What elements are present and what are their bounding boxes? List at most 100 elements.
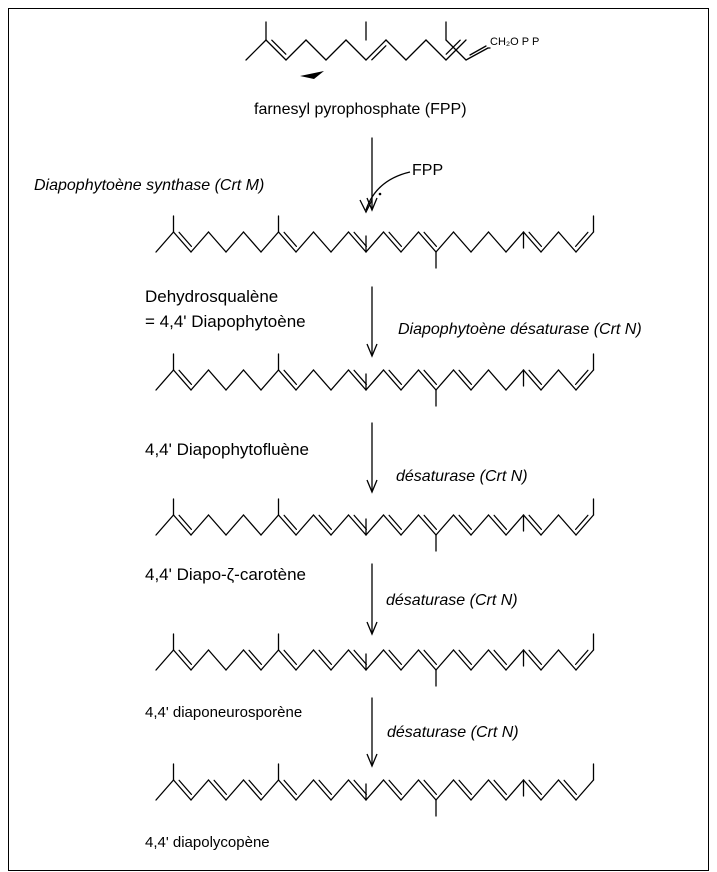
diapophytofluene-molecule-bond xyxy=(330,369,350,391)
diapolycopene-molecule-double-bond xyxy=(423,779,438,796)
diaponeurosporene-molecule-double-bond xyxy=(574,649,589,666)
diapo-zeta-carotene-molecule-bond xyxy=(225,514,245,536)
diaponeurosporene-molecule-double-bond xyxy=(318,649,333,666)
diaponeurosporene-molecule-bond xyxy=(172,649,192,671)
dehydrosqualene-molecule-bond xyxy=(522,231,542,253)
dehydrosqualene-molecule-bond xyxy=(277,231,297,253)
diapophytofluene-molecule-bond xyxy=(260,369,280,391)
compound-diapo-zeta-carotene-name: 4,4' Diapo-ζ-carotène xyxy=(145,565,306,584)
diapolycopene-molecule-double-bond xyxy=(528,779,543,796)
reaction-arrow-crtn-4-head xyxy=(366,753,378,768)
diapolycopene-molecule-double-bond xyxy=(213,779,228,796)
diapo-zeta-carotene-molecule-double-bond xyxy=(458,514,473,531)
diapophytofluene-molecule-bond xyxy=(452,369,472,391)
compound-diapophytofluene-name: 4,4' Diapophytofluène xyxy=(145,440,309,459)
diapolycopene-molecule-bond xyxy=(277,779,297,801)
fpp-molecule-bond xyxy=(305,39,327,61)
diapo-zeta-carotene-molecule-bond xyxy=(470,514,490,536)
dehydrosqualene-molecule-double-bond xyxy=(353,231,368,248)
diapolycopene-molecule-bond xyxy=(400,779,420,801)
diapolycopene-molecule-bond xyxy=(330,779,350,801)
diapophytofluene-molecule-bond xyxy=(295,369,315,391)
enzyme-label-crtn-4: désaturase (Crt N) xyxy=(387,724,519,741)
diapo-zeta-carotene-molecule-bond xyxy=(487,514,507,536)
dehydrosqualene-molecule-double-bond xyxy=(528,231,543,248)
diapo-zeta-carotene-molecule-double-bond xyxy=(318,514,333,531)
diapophytofluene-molecule-double-bond xyxy=(423,369,438,386)
diapo-zeta-carotene-molecule-bond xyxy=(557,514,577,536)
fpp-molecule-bond xyxy=(385,39,407,61)
diaponeurosporene-molecule-bond xyxy=(400,649,420,671)
diaponeurosporene-molecule-bond xyxy=(487,649,507,671)
diapolycopene-molecule-double-bond xyxy=(248,779,263,796)
fpp-molecule-double-bond xyxy=(271,39,287,55)
diapophytofluene-molecule-double-bond xyxy=(458,369,473,386)
dehydrosqualene-molecule-bond xyxy=(172,231,192,253)
diagram-frame xyxy=(8,8,709,871)
diapolycopene-molecule-bond xyxy=(190,779,210,801)
diaponeurosporene-molecule-bond xyxy=(295,649,315,671)
diapo-zeta-carotene-molecule-bond xyxy=(312,514,332,536)
diapo-zeta-carotene-molecule-bond xyxy=(347,514,367,536)
dehydrosqualene-molecule-double-bond xyxy=(423,231,438,248)
diapo-zeta-carotene-molecule-double-bond xyxy=(353,514,368,531)
diapo-zeta-carotene-molecule-bond xyxy=(242,514,262,536)
diapophytofluene-molecule-bond xyxy=(575,369,595,391)
diapolycopene-molecule-bond xyxy=(242,779,262,801)
dehydrosqualene-molecule-bond xyxy=(540,231,560,253)
diapophytofluene-molecule-double-bond xyxy=(574,369,589,386)
dehydrosqualene-molecule-bond xyxy=(417,231,437,253)
diapo-zeta-carotene-molecule-double-bond xyxy=(528,514,543,531)
diapophytofluene-molecule-bond xyxy=(172,369,192,391)
reaction-arrow-crtn-1-head xyxy=(366,343,378,358)
diapophytofluene-molecule-bond xyxy=(470,369,490,391)
reaction-arrow-crtn-2-head xyxy=(366,479,378,494)
diapo-zeta-carotene-molecule-bond xyxy=(207,514,227,536)
diapo-zeta-carotene-molecule-double-bond xyxy=(574,514,589,531)
diaponeurosporene-molecule-double-bond xyxy=(283,649,298,666)
diaponeurosporene-molecule-bond xyxy=(260,649,280,671)
compound-diapophytoene-name: = 4,4' Diapophytoène xyxy=(145,312,306,331)
fpp-cofactor-label: FPP xyxy=(412,162,444,179)
compound-diaponeurosporene-name: 4,4' diaponeurosporène xyxy=(145,704,303,721)
fpp-molecule-bond xyxy=(285,39,307,61)
diapophytofluene-molecule-bond xyxy=(417,369,437,391)
diaponeurosporene-molecule-bond xyxy=(505,649,525,671)
fpp-molecule-double-bond xyxy=(371,45,387,61)
dehydrosqualene-molecule-bond xyxy=(242,231,262,253)
fpp-bond xyxy=(465,47,489,61)
diapolycopene-molecule-bond xyxy=(365,779,385,801)
dehydrosqualene-molecule-double-bond xyxy=(178,231,193,248)
dehydrosqualene-molecule-bond xyxy=(330,231,350,253)
diaponeurosporene-molecule-bond xyxy=(312,649,332,671)
diapolycopene-molecule-bond xyxy=(435,779,455,801)
diapo-zeta-carotene-molecule-bond xyxy=(382,514,402,536)
diapolycopene-molecule-bond xyxy=(487,779,507,801)
diapophytofluene-molecule-bond xyxy=(242,369,262,391)
diapolycopene-molecule-bond xyxy=(557,779,577,801)
compound-diapolycopene-name: 4,4' diapolycopène xyxy=(145,834,270,851)
diapolycopene-molecule-bond xyxy=(155,779,175,801)
dehydrosqualene-molecule-bond xyxy=(470,231,490,253)
diapolycopene-molecule-double-bond xyxy=(283,779,298,796)
dehydrosqualene-molecule-double-bond xyxy=(574,231,589,248)
dehydrosqualene-molecule-bond xyxy=(557,231,577,253)
diaponeurosporene-molecule-bond xyxy=(207,649,227,671)
diapolycopene-molecule-bond xyxy=(225,779,245,801)
diaponeurosporene-molecule-bond xyxy=(277,649,297,671)
diapophytofluene-molecule-bond xyxy=(557,369,577,391)
fpp-double-bond xyxy=(469,45,487,56)
diapophytofluene-molecule-double-bond xyxy=(528,369,543,386)
dehydrosqualene-molecule-bond xyxy=(435,231,455,253)
diaponeurosporene-molecule-bond xyxy=(330,649,350,671)
diapo-zeta-carotene-molecule-bond xyxy=(172,514,192,536)
diapolycopene-molecule-double-bond xyxy=(493,779,508,796)
diaponeurosporene-molecule-bond xyxy=(190,649,210,671)
diapo-zeta-carotene-molecule-bond xyxy=(190,514,210,536)
dehydrosqualene-molecule-double-bond xyxy=(388,231,403,248)
diapolycopene-molecule-bond xyxy=(522,779,542,801)
diapophytofluene-molecule-bond xyxy=(277,369,297,391)
diapo-zeta-carotene-molecule-bond xyxy=(522,514,542,536)
dehydrosqualene-molecule-bond xyxy=(225,231,245,253)
diapo-zeta-carotene-molecule-double-bond xyxy=(493,514,508,531)
